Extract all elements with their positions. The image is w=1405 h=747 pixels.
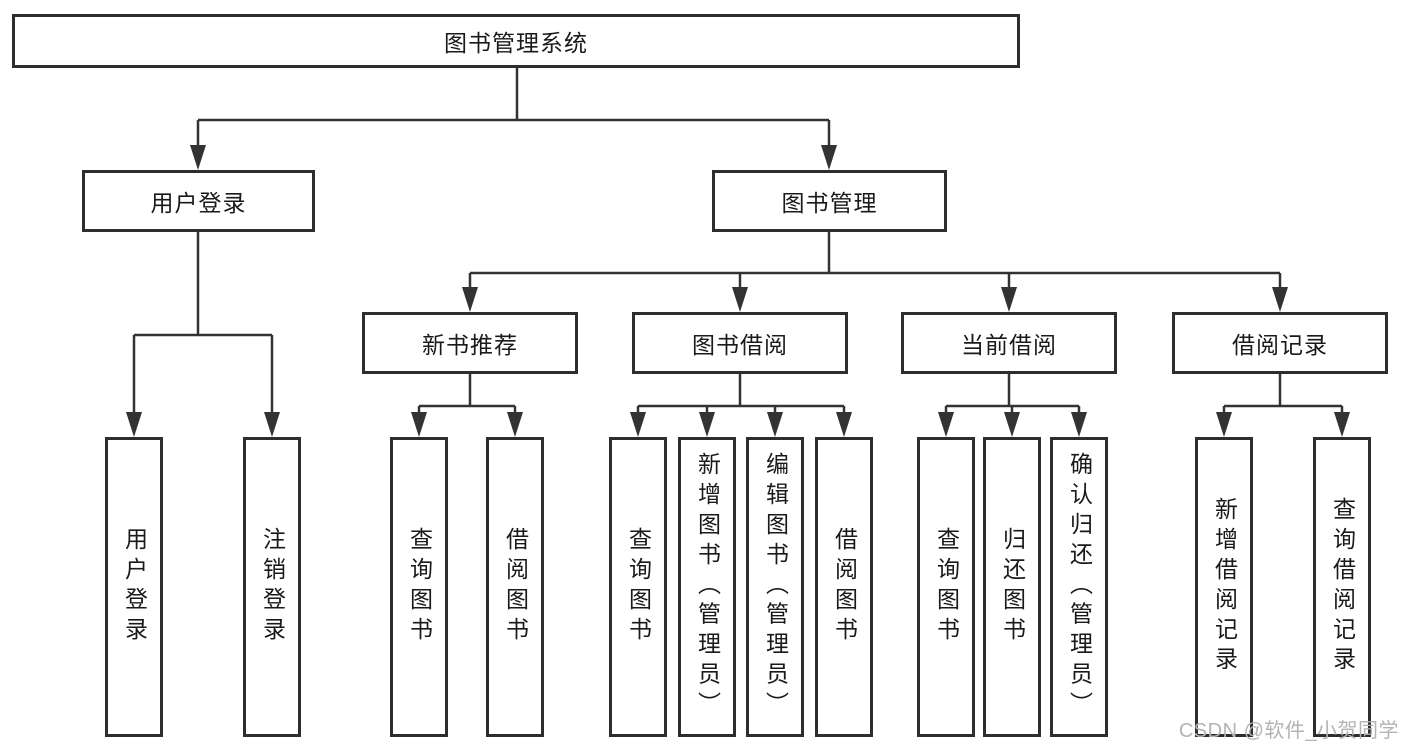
leaf-borrow-books-recommend-label: 借阅图书: [502, 527, 529, 647]
leaf-query-books-borrowing-label: 查询图书: [625, 527, 652, 647]
node-book-management-label: 图书管理: [781, 190, 878, 216]
connector-book-management-to-level3: [462, 232, 1288, 312]
node-new-book-recommend: 新书推荐: [362, 312, 578, 374]
node-current-borrowing: 当前借阅: [901, 312, 1117, 374]
leaf-borrow-books-borrowing-label: 借阅图书: [831, 527, 858, 647]
leaf-edit-books-admin: 编辑图书（管理员）: [746, 437, 804, 737]
leaf-query-books-borrowing: 查询图书: [609, 437, 667, 737]
leaf-add-books-admin: 新增图书（管理员）: [678, 437, 736, 737]
node-library-management-system: 图书管理系统: [12, 14, 1020, 68]
node-borrow-records-label: 借阅记录: [1232, 332, 1328, 358]
leaf-logout: 注销登录: [243, 437, 301, 737]
leaf-borrow-books-borrowing: 借阅图书: [815, 437, 873, 737]
leaf-edit-books-admin-label: 编辑图书（管理员）: [762, 452, 789, 722]
node-new-book-recommend-label: 新书推荐: [422, 332, 518, 358]
leaf-borrow-books-recommend: 借阅图书: [486, 437, 544, 737]
node-user-login: 用户登录: [82, 170, 315, 232]
leaf-add-books-admin-label: 新增图书（管理员）: [694, 452, 721, 722]
leaf-query-books-current: 查询图书: [917, 437, 975, 737]
leaf-return-books-label: 归还图书: [999, 527, 1026, 647]
leaf-query-books-current-label: 查询图书: [933, 527, 960, 647]
leaf-user-login-label: 用户登录: [121, 527, 148, 647]
node-book-borrowing-label: 图书借阅: [692, 332, 788, 358]
leaf-query-books-recommend: 查询图书: [390, 437, 448, 737]
connector-borrow-records-group: [1216, 374, 1350, 437]
node-current-borrowing-label: 当前借阅: [961, 332, 1057, 358]
leaf-add-borrow-record-label: 新增借阅记录: [1211, 497, 1238, 677]
csdn-watermark: CSDN @软件_小贺同学: [1178, 720, 1399, 742]
leaf-query-borrow-record: 查询借阅记录: [1313, 437, 1371, 737]
leaf-logout-label: 注销登录: [259, 527, 286, 647]
node-library-management-system-label: 图书管理系统: [444, 30, 588, 56]
leaf-confirm-return-admin: 确认归还（管理员）: [1050, 437, 1108, 737]
node-book-management: 图书管理: [712, 170, 947, 232]
connector-user-login-group: [126, 232, 280, 437]
node-borrow-records: 借阅记录: [1172, 312, 1388, 374]
connector-root-to-level2: [190, 68, 837, 170]
connector-current-borrowing-group: [938, 374, 1087, 437]
leaf-confirm-return-admin-label: 确认归还（管理员）: [1066, 452, 1093, 722]
leaf-query-borrow-record-label: 查询借阅记录: [1329, 497, 1356, 677]
connector-new-book-recommend-group: [411, 374, 523, 437]
leaf-add-borrow-record: 新增借阅记录: [1195, 437, 1253, 737]
node-book-borrowing: 图书借阅: [632, 312, 848, 374]
node-user-login-label: 用户登录: [150, 190, 247, 216]
leaf-user-login: 用户登录: [105, 437, 163, 737]
leaf-return-books: 归还图书: [983, 437, 1041, 737]
connector-book-borrowing-group: [630, 374, 852, 437]
leaf-query-books-recommend-label: 查询图书: [406, 527, 433, 647]
